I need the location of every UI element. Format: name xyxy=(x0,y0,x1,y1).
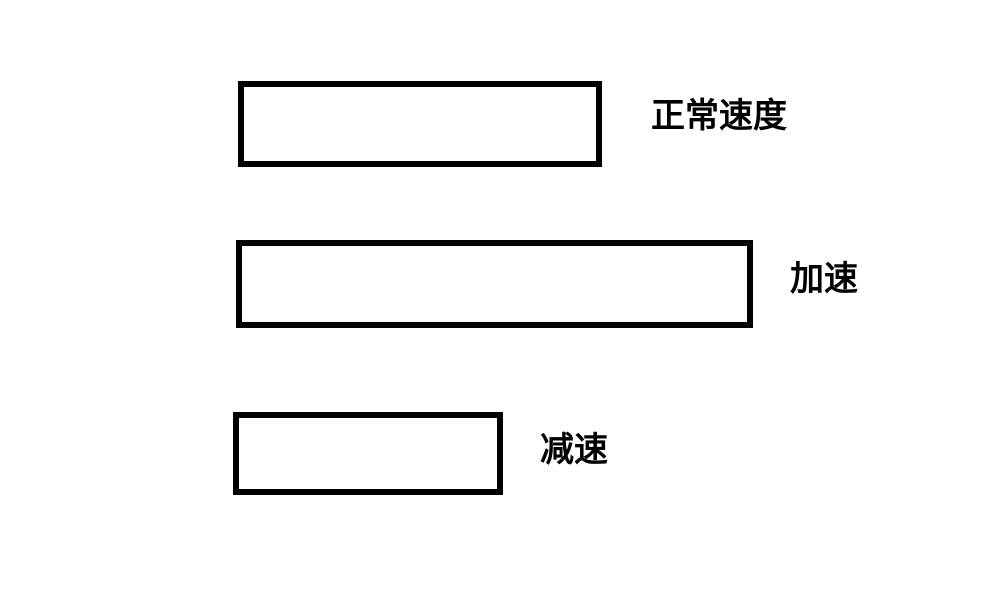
bar-label-normal-speed: 正常速度 xyxy=(651,96,787,136)
bar-rect-decelerate xyxy=(233,412,503,495)
bar-rect-accelerate xyxy=(236,240,753,328)
bar-row-decelerate: 减速 xyxy=(233,412,613,495)
bar-rect-normal-speed xyxy=(238,81,602,167)
bar-label-accelerate: 加速 xyxy=(790,259,858,299)
bar-label-decelerate: 减速 xyxy=(540,430,608,470)
bar-row-accelerate: 加速 xyxy=(236,240,868,328)
bar-row-normal-speed: 正常速度 xyxy=(238,81,808,167)
